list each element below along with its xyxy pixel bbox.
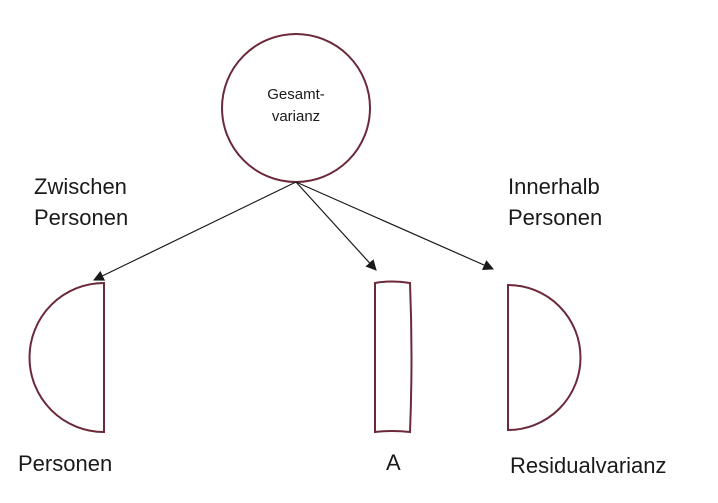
between-persons-label: Zwischen Personen bbox=[34, 171, 128, 233]
a-slice bbox=[374, 280, 413, 434]
a-component-label: A bbox=[386, 450, 401, 475]
arrow-to-persons bbox=[93, 181, 297, 281]
persons-half-disc bbox=[28, 281, 105, 434]
total-variance-label: Gesamt- varianz bbox=[246, 84, 346, 128]
persons-component-label: Personen bbox=[18, 451, 113, 476]
between-persons-line2: Personen bbox=[34, 205, 129, 230]
within-persons-line2: Personen bbox=[508, 205, 603, 230]
arrow-to-residual bbox=[295, 181, 494, 271]
total-variance-line2: varianz bbox=[271, 108, 321, 125]
between-persons-line1: Zwischen bbox=[34, 174, 127, 199]
within-persons-line1: Innerhalb bbox=[508, 174, 600, 199]
within-persons-label: Innerhalb Personen bbox=[508, 171, 602, 233]
residual-component-label: Residualvarianz bbox=[510, 453, 667, 478]
total-variance-line1: Gesamt- bbox=[267, 86, 325, 103]
arrow-to-a bbox=[295, 181, 377, 271]
residual-half-disc bbox=[507, 283, 582, 432]
